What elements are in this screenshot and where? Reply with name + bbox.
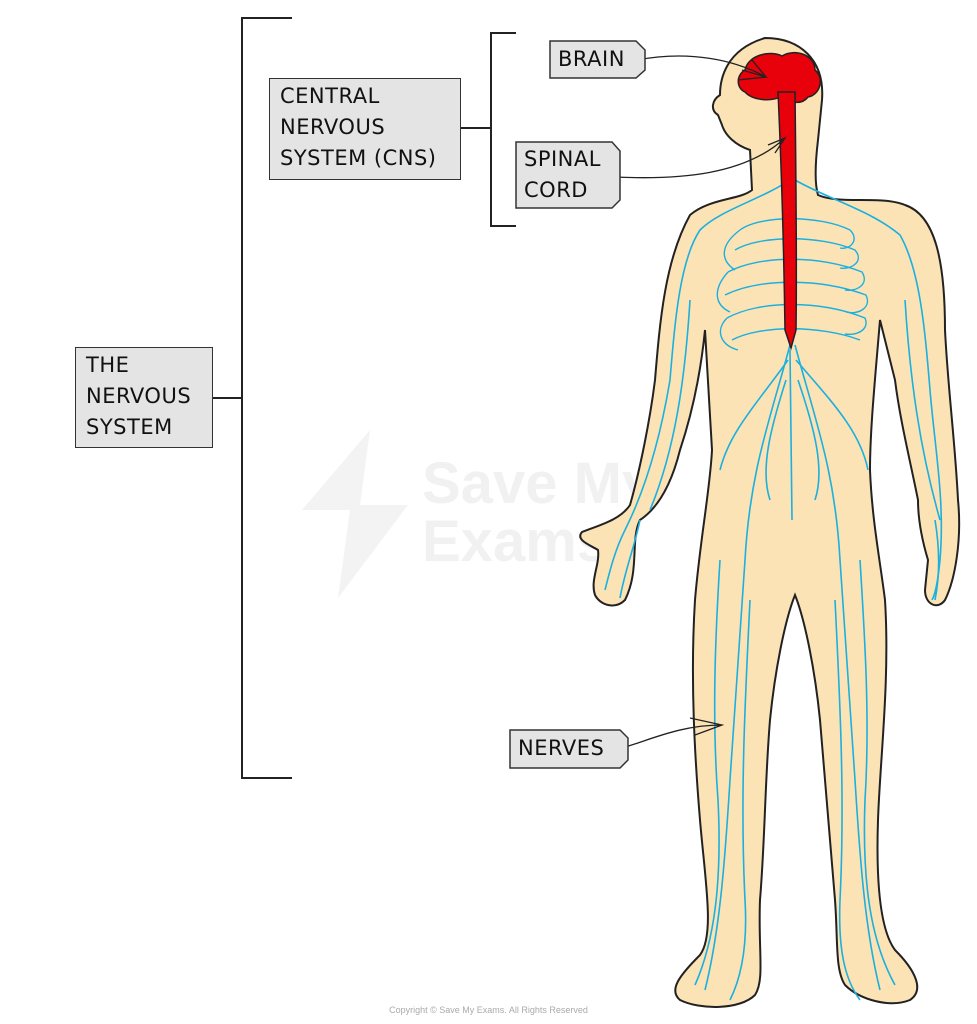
copyright: Copyright © Save My Exams. All Rights Re… — [389, 1005, 588, 1015]
body-silhouette — [579, 36, 961, 1008]
brain — [737, 51, 822, 104]
bracket-cns — [461, 32, 516, 227]
nerves-label: NERVES — [518, 736, 605, 760]
nerves — [604, 179, 943, 1001]
brain-label: BRAIN — [558, 47, 625, 71]
watermark-bolt-icon — [302, 430, 408, 598]
spinal-tag-shape — [515, 141, 621, 209]
bracket-main — [213, 17, 292, 779]
pointer-lines — [613, 55, 787, 749]
brain-tag-shape — [549, 40, 646, 79]
nerves-tag-shape — [509, 729, 629, 769]
spinal-cord — [777, 91, 798, 351]
